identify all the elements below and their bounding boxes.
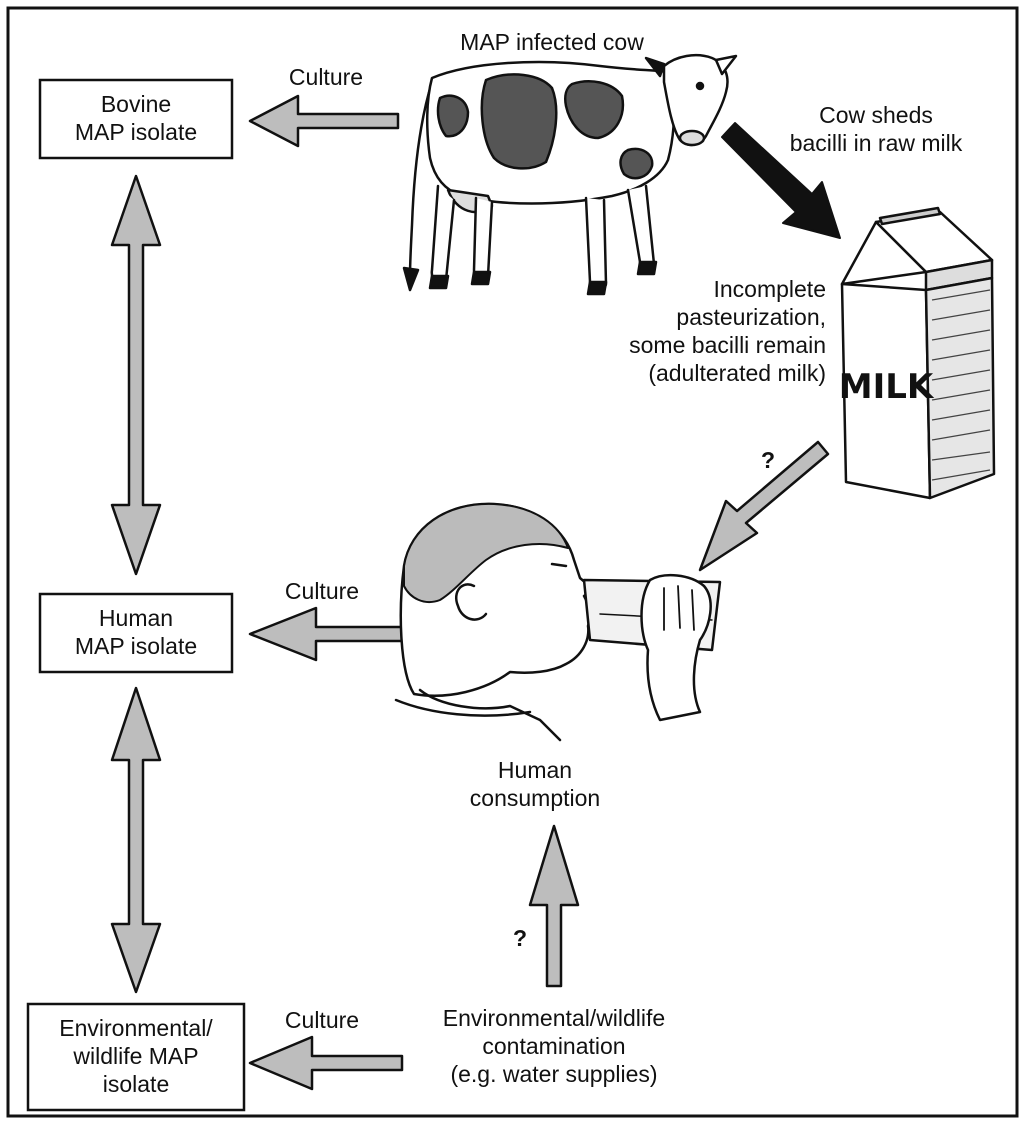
question-mark-milk: ? [761,447,775,473]
env-contamination-line-2: contamination [482,1033,625,1059]
env-contamination-line-1: Environmental/wildlife [443,1005,665,1031]
question-mark-environment: ? [513,925,527,951]
env-box-line-2: wildlife MAP [72,1043,198,1069]
cow-sheds-line-1: Cow sheds [819,102,933,128]
milk-carton-label: MILK [839,367,935,407]
milk-carton-illustration: MILK [839,208,994,498]
culture-label-top: Culture [289,64,363,90]
env-box-line-3: isolate [103,1071,169,1097]
human-consumption-line-1: Human [498,757,572,783]
human-box-line-1: Human [99,605,173,631]
human-consumption-line-2: consumption [470,785,600,811]
env-box-line-1: Environmental/ [59,1015,213,1041]
pasteurization-line-2: pasteurization, [676,304,826,330]
human-box-line-2: MAP isolate [75,633,197,659]
cow-sheds-line-2: bacilli in raw milk [790,130,963,156]
bovine-box-line-2: MAP isolate [75,119,197,145]
human-isolate-box: Human MAP isolate [40,594,232,672]
environmental-isolate-box: Environmental/ wildlife MAP isolate [28,1004,244,1110]
cow-title: MAP infected cow [460,29,644,55]
env-contamination-line-3: (e.g. water supplies) [450,1061,657,1087]
pasteurization-line-1: Incomplete [713,276,826,302]
pasteurization-line-3: some bacilli remain [629,332,826,358]
bovine-isolate-box: Bovine MAP isolate [40,80,232,158]
culture-label-bottom: Culture [285,1007,359,1033]
bovine-box-line-1: Bovine [101,91,171,117]
pasteurization-line-4: (adulterated milk) [648,360,826,386]
culture-label-middle: Culture [285,578,359,604]
